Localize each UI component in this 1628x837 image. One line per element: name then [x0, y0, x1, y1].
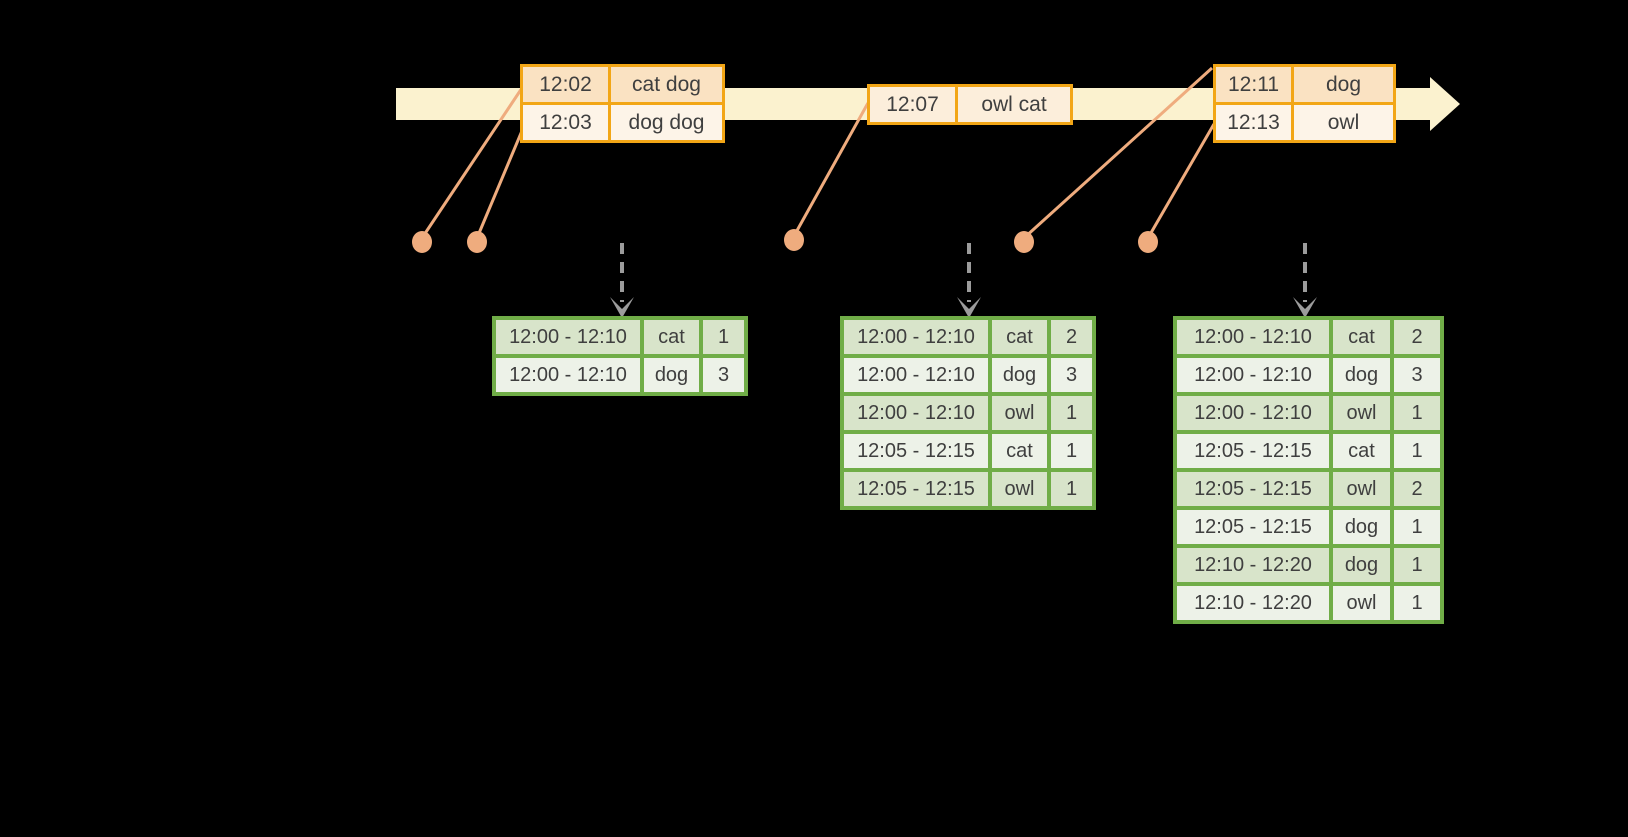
- window-cell: 12:05 - 12:15: [1177, 434, 1329, 468]
- word-cell: cat: [644, 320, 699, 354]
- window-cell: 12:00 - 12:10: [1177, 358, 1329, 392]
- word-cell: owl: [992, 396, 1047, 430]
- word-cell: dog: [1333, 358, 1390, 392]
- window-cell: 12:05 - 12:15: [844, 434, 988, 468]
- count-cell: 2: [1051, 320, 1092, 354]
- word-cell: dog: [992, 358, 1047, 392]
- event-connector-line-1: [420, 87, 524, 239]
- event-connector-line-2: [475, 125, 526, 239]
- trigger-arrowhead-icon-2: [957, 297, 981, 318]
- count-cell: 2: [1394, 472, 1440, 506]
- window-cell: 12:00 - 12:10: [1177, 396, 1329, 430]
- count-cell: 1: [1394, 396, 1440, 430]
- count-cell: 1: [1051, 396, 1092, 430]
- event-time-cell: 12:13: [1216, 105, 1291, 140]
- event-words-cell: dog dog: [611, 105, 722, 140]
- timeline-arrowhead-icon: [1430, 77, 1460, 131]
- event-time-cell: 12:11: [1216, 67, 1291, 102]
- word-cell: dog: [1333, 548, 1390, 582]
- word-cell: owl: [992, 472, 1047, 506]
- count-cell: 1: [1394, 586, 1440, 620]
- window-cell: 12:05 - 12:15: [1177, 472, 1329, 506]
- count-cell: 3: [703, 358, 744, 392]
- event-connector-line-4: [1022, 66, 1214, 240]
- window-cell: 12:05 - 12:15: [1177, 510, 1329, 544]
- window-cell: 12:00 - 12:10: [844, 358, 988, 392]
- word-cell: cat: [992, 320, 1047, 354]
- window-cell: 12:10 - 12:20: [1177, 586, 1329, 620]
- event-dot-3: [784, 229, 804, 251]
- window-cell: 12:05 - 12:15: [844, 472, 988, 506]
- event-time-cell: 12:02: [523, 67, 608, 102]
- event-connector-line-5: [1146, 123, 1216, 239]
- window-cell: 12:00 - 12:10: [496, 320, 640, 354]
- event-words-cell: cat dog: [611, 67, 722, 102]
- word-cell: cat: [1333, 320, 1390, 354]
- trigger-arrowhead-icon-1: [610, 297, 634, 318]
- window-cell: 12:10 - 12:20: [1177, 548, 1329, 582]
- event-dot-5: [1138, 231, 1158, 253]
- count-cell: 1: [1051, 434, 1092, 468]
- event-time-cell: 12:07: [870, 87, 955, 122]
- event-dot-4: [1014, 231, 1034, 253]
- event-dot-1: [412, 231, 432, 253]
- word-cell: dog: [1333, 510, 1390, 544]
- event-time-cell: 12:03: [523, 105, 608, 140]
- event-words-cell: dog: [1294, 67, 1393, 102]
- word-cell: owl: [1333, 472, 1390, 506]
- word-cell: owl: [1333, 396, 1390, 430]
- event-connector-line-3: [792, 102, 870, 237]
- count-cell: 2: [1394, 320, 1440, 354]
- word-cell: owl: [1333, 586, 1390, 620]
- window-cell: 12:00 - 12:10: [844, 396, 988, 430]
- event-words-cell: owl cat: [958, 87, 1070, 122]
- count-cell: 1: [1394, 434, 1440, 468]
- count-cell: 3: [1051, 358, 1092, 392]
- count-cell: 1: [1394, 510, 1440, 544]
- count-cell: 1: [1394, 548, 1440, 582]
- count-cell: 3: [1394, 358, 1440, 392]
- word-cell: dog: [644, 358, 699, 392]
- event-words-cell: owl: [1294, 105, 1393, 140]
- word-cell: cat: [1333, 434, 1390, 468]
- window-cell: 12:00 - 12:10: [1177, 320, 1329, 354]
- count-cell: 1: [703, 320, 744, 354]
- window-cell: 12:00 - 12:10: [844, 320, 988, 354]
- window-cell: 12:00 - 12:10: [496, 358, 640, 392]
- count-cell: 1: [1051, 472, 1092, 506]
- word-cell: cat: [992, 434, 1047, 468]
- event-dot-2: [467, 231, 487, 253]
- trigger-arrowhead-icon-3: [1293, 297, 1317, 318]
